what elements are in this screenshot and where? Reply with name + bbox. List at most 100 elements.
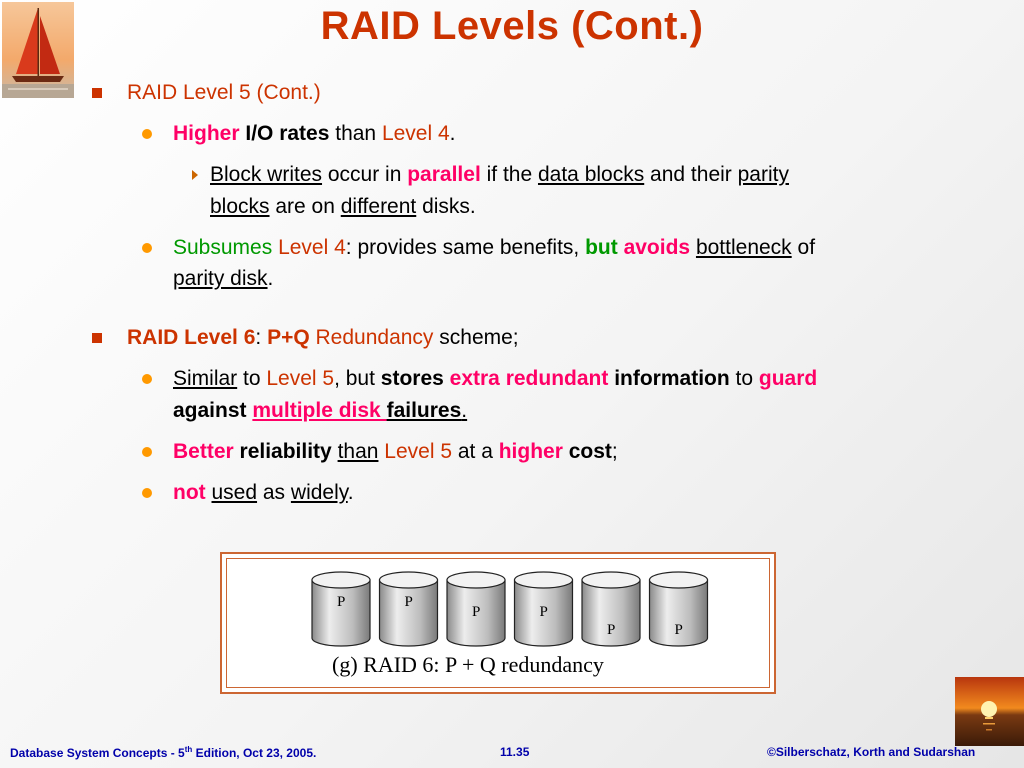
- disk-icon: P: [513, 571, 574, 647]
- text: bottleneck: [695, 236, 792, 259]
- bullet-raid5-cont: RAID Level 5 (Cont.): [127, 80, 321, 106]
- disk-icon: P: [311, 571, 371, 647]
- text: th: [184, 745, 193, 754]
- bullet-raid6: RAID Level 6: P+Q Redundancy scheme;: [127, 325, 519, 351]
- text: .: [347, 481, 354, 504]
- footer-left: Database System Concepts - 5th Edition, …: [10, 745, 316, 760]
- text: P+Q: [267, 326, 310, 349]
- text: if the: [480, 163, 538, 186]
- round-bullet-icon: [142, 488, 152, 498]
- text: Better: [173, 440, 234, 463]
- disk-parity-label: P: [472, 604, 480, 620]
- text: extra redundant: [449, 367, 609, 390]
- bullet-similar: Similar to Level 5, but stores extra red…: [173, 366, 817, 392]
- text: failures: [386, 399, 462, 422]
- text: data blocks: [537, 163, 645, 186]
- text: RAID Level 6: [127, 326, 256, 349]
- figure-frame: [226, 558, 770, 688]
- text: Database System Concepts - 5: [10, 746, 185, 760]
- text: information: [614, 367, 730, 390]
- text: multiple disk: [252, 399, 387, 422]
- text: Level 4: [278, 236, 346, 259]
- text: to: [729, 367, 759, 390]
- disk-icon: P: [648, 571, 709, 647]
- text: Level 5: [384, 440, 453, 463]
- bullet-block-writes: Block writes occur in parallel if the da…: [210, 162, 789, 188]
- footer-page-number: 11.35: [500, 745, 530, 759]
- text: .: [449, 122, 456, 145]
- figure-caption: (g) RAID 6: P + Q redundancy: [332, 652, 604, 677]
- text: occur in: [322, 163, 408, 186]
- text: and their: [644, 163, 738, 186]
- text: parallel: [407, 163, 481, 186]
- bullet-similar-cont: against multiple disk failures.: [173, 398, 467, 424]
- text: not: [173, 481, 206, 504]
- disk-icon: P: [378, 571, 439, 647]
- text: reliability: [239, 440, 332, 463]
- round-bullet-icon: [142, 447, 152, 457]
- bullet-subsumes-cont: parity disk.: [173, 266, 273, 292]
- text: Level 4: [381, 122, 450, 145]
- bullet-block-writes-cont: blocks are on different disks.: [210, 194, 476, 220]
- text: as: [257, 481, 291, 504]
- text: blocks: [210, 195, 270, 218]
- text: used: [211, 481, 258, 504]
- square-bullet-icon: [92, 333, 102, 343]
- disk-parity-label: P: [405, 594, 413, 610]
- text: disks.: [416, 195, 476, 218]
- text: scheme;: [433, 326, 519, 349]
- bullet-better: Better reliability than Level 5 at a hig…: [173, 439, 618, 465]
- text: .: [267, 267, 274, 290]
- footer-right: ©Silberschatz, Korth and Sudarshan: [767, 745, 976, 759]
- text: than: [337, 440, 379, 463]
- text: : provides same benefits,: [345, 236, 586, 259]
- text: but: [585, 236, 618, 259]
- text: parity: [737, 163, 789, 186]
- disk-icon: P: [581, 571, 641, 647]
- text: parity disk: [173, 267, 268, 290]
- round-bullet-icon: [142, 243, 152, 253]
- disk-parity-label: P: [337, 594, 345, 610]
- text: ;: [611, 440, 618, 463]
- text: of: [791, 236, 816, 259]
- text: .: [461, 399, 468, 422]
- text: Edition, Oct 23, 2005.: [192, 746, 317, 760]
- text: at a: [452, 440, 499, 463]
- disk-parity-label: P: [540, 604, 548, 620]
- sailboat-logo: [2, 2, 74, 98]
- text: , but: [334, 367, 381, 390]
- disk-parity-label: P: [675, 622, 683, 638]
- disk-array: P P P P P P: [311, 571, 709, 647]
- square-bullet-icon: [92, 88, 102, 98]
- text: different: [340, 195, 417, 218]
- text: than: [329, 122, 382, 145]
- bullet-higher-io: Higher I/O rates than Level 4.: [173, 121, 456, 147]
- round-bullet-icon: [142, 374, 152, 384]
- text: Subsumes: [173, 236, 273, 259]
- text: Level 5: [266, 367, 335, 390]
- text: Similar: [173, 367, 238, 390]
- text: widely: [290, 481, 348, 504]
- text: higher: [498, 440, 563, 463]
- text: stores: [380, 367, 444, 390]
- sunset-image: [955, 677, 1024, 746]
- text: avoids: [623, 236, 691, 259]
- text: guard: [758, 367, 818, 390]
- text: RAID Level 5 (Cont.): [127, 81, 321, 104]
- disk-icon: P: [446, 571, 506, 647]
- disk-parity-label: P: [607, 622, 615, 638]
- text: cost: [568, 440, 612, 463]
- text: to: [237, 367, 267, 390]
- raid6-figure: P P P P P P (g) RAID 6: P + Q redundancy: [220, 552, 776, 694]
- text: :: [255, 326, 268, 349]
- bullet-not-used: not used as widely.: [173, 480, 354, 506]
- text: Block writes: [210, 163, 323, 186]
- text: I/O rates: [245, 122, 330, 145]
- text: against: [173, 399, 247, 422]
- text: are on: [269, 195, 341, 218]
- bullet-subsumes: Subsumes Level 4: provides same benefits…: [173, 235, 815, 261]
- text: Higher: [173, 122, 240, 145]
- triangle-bullet-icon: [192, 170, 198, 180]
- text: Redundancy: [315, 326, 434, 349]
